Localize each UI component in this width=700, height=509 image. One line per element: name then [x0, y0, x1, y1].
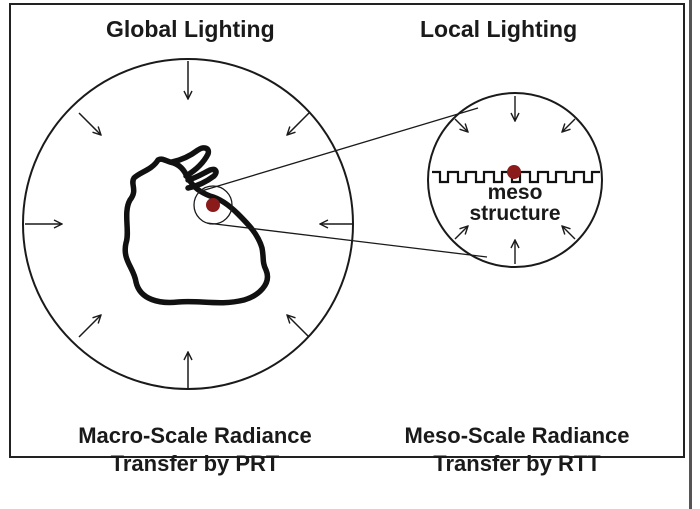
bunny-silhouette: [125, 159, 267, 303]
light-arrow-icon: [287, 315, 309, 337]
light-arrow-icon: [455, 226, 468, 239]
macro-caption-line1: Macro-Scale Radiance: [40, 422, 350, 450]
light-arrow-icon: [79, 315, 101, 337]
meso-label: meso: [488, 181, 543, 204]
zoom-connector-lower: [207, 223, 487, 257]
zoom-connector-upper: [198, 108, 478, 192]
structure-label: structure: [469, 202, 560, 225]
light-arrow-icon: [79, 113, 101, 135]
macro-caption-line2: Transfer by PRT: [40, 450, 350, 478]
global-light-arrows: [25, 61, 352, 389]
meso-caption-line2: Transfer by RTT: [362, 450, 672, 478]
macro-caption: Macro-Scale Radiance Transfer by PRT: [40, 422, 350, 478]
surface-point-dot: [206, 198, 220, 212]
light-arrow-icon: [562, 119, 575, 132]
light-arrow-icon: [287, 113, 309, 135]
global-lighting-sphere: [23, 59, 353, 389]
inset-surface-point-dot: [507, 165, 521, 179]
light-arrow-icon: [455, 119, 468, 132]
meso-caption: Meso-Scale Radiance Transfer by RTT: [362, 422, 672, 478]
light-arrow-icon: [562, 226, 575, 239]
meso-caption-line1: Meso-Scale Radiance: [362, 422, 672, 450]
